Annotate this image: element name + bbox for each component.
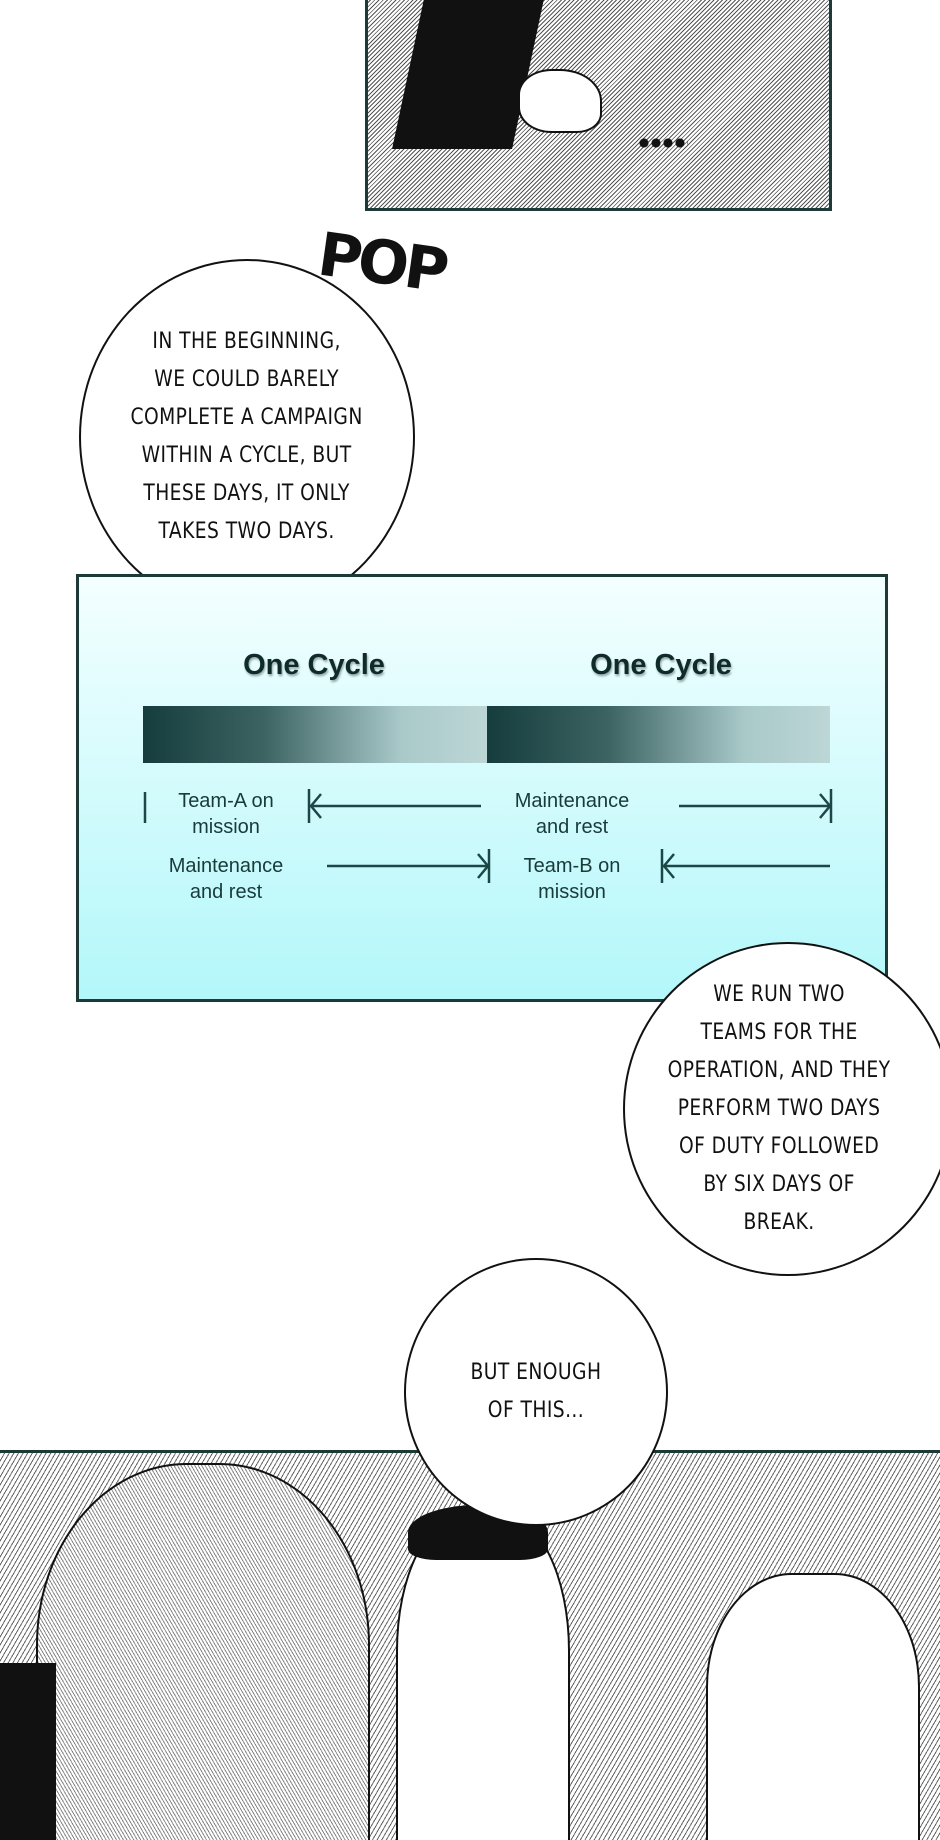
cuff-buttons xyxy=(638,137,688,149)
dark-haired-man xyxy=(396,1513,570,1840)
cycle-title-right: One Cycle xyxy=(590,649,732,681)
long-haired-figure xyxy=(36,1463,370,1840)
speech-text-beginning: IN THE BEGINNING, WE COULD BARELY COMPLE… xyxy=(130,329,364,544)
cycle-bar-left xyxy=(143,706,487,763)
dark-folder-shape xyxy=(392,0,544,149)
arrow-left-row2 xyxy=(660,849,830,883)
dark-foreground-shape xyxy=(0,1663,56,1840)
label-maintenance-rest-1: Maintenance and rest xyxy=(514,790,630,838)
speech-text-two-teams: WE RUN TWO TEAMS FOR THE OPERATION, AND … xyxy=(667,982,891,1235)
top-comic-panel xyxy=(365,0,832,211)
cycle-diagram: One Cycle One Cycle Team-A on mission Ma… xyxy=(76,574,888,1002)
speech-bubble-beginning: IN THE BEGINNING, WE COULD BARELY COMPLE… xyxy=(79,259,415,615)
label-maintenance-rest-2: Maintenance and rest xyxy=(168,855,284,903)
label-team-b-mission: Team-B on mission xyxy=(523,855,621,903)
hand-drawing xyxy=(518,69,602,133)
speech-text-enough: BUT ENOUGH OF THIS... xyxy=(470,1360,602,1423)
cycle-title-left: One Cycle xyxy=(243,649,385,681)
speech-bubble-two-teams: WE RUN TWO TEAMS FOR THE OPERATION, AND … xyxy=(623,942,940,1276)
arrow-right-row1 xyxy=(679,789,833,823)
bottom-comic-panel xyxy=(0,1450,940,1840)
arrow-left-row1 xyxy=(307,789,481,823)
cycle-bar-right xyxy=(487,706,830,763)
blond-man xyxy=(706,1573,920,1840)
label-team-a-mission: Team-A on mission xyxy=(178,790,274,838)
arrow-right-row2 xyxy=(327,849,491,883)
speech-bubble-enough: BUT ENOUGH OF THIS... xyxy=(404,1258,668,1526)
timeline-arrows xyxy=(143,789,833,883)
